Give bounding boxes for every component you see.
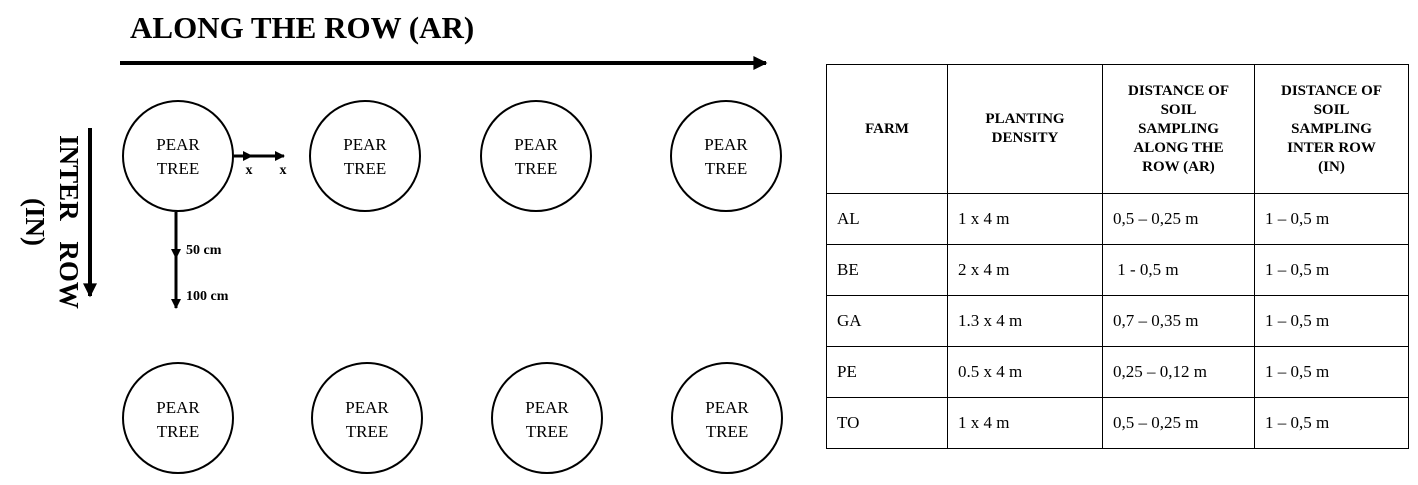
table-cell: 2 x 4 m bbox=[947, 244, 1103, 296]
svg-text:PEAR: PEAR bbox=[156, 135, 200, 154]
svg-text:PEAR: PEAR bbox=[343, 135, 387, 154]
svg-text:PEAR: PEAR bbox=[704, 135, 748, 154]
svg-text:PEAR: PEAR bbox=[156, 398, 200, 417]
pear-tree: PEAR TREE bbox=[671, 362, 783, 474]
table-cell: 1 – 0,5 m bbox=[1254, 244, 1409, 296]
svg-text:PEAR: PEAR bbox=[705, 398, 749, 417]
svg-text:TREE: TREE bbox=[344, 159, 387, 178]
sample-point-x: x bbox=[246, 163, 253, 178]
svg-text:TREE: TREE bbox=[526, 422, 569, 441]
table-cell: 1 – 0,5 m bbox=[1254, 193, 1409, 245]
svg-text:TREE: TREE bbox=[705, 159, 748, 178]
svg-text:PEAR: PEAR bbox=[525, 398, 569, 417]
header-farm: FARM bbox=[826, 64, 948, 194]
pear-tree: PEAR TREE bbox=[311, 362, 423, 474]
table-cell: 1 – 0,5 m bbox=[1254, 397, 1409, 449]
table-cell: 0,5 – 0,25 m bbox=[1102, 193, 1255, 245]
table-cell: 1.3 x 4 m bbox=[947, 295, 1103, 347]
distance-50-label: 50 cm bbox=[186, 243, 222, 258]
pear-tree: PEAR TREE bbox=[670, 100, 782, 212]
pear-tree: PEAR TREE bbox=[122, 362, 234, 474]
pear-tree: PEAR TREE bbox=[122, 100, 234, 212]
table-cell: TO bbox=[826, 397, 948, 449]
diagram-title: ALONG THE ROW (AR) bbox=[130, 10, 474, 45]
pear-tree: PEAR TREE bbox=[309, 100, 421, 212]
table-cell: BE bbox=[826, 244, 948, 296]
planting-diagram: ALONG THE ROW (AR) (IN) INTER ROW PEAR T… bbox=[20, 10, 783, 474]
pear-tree: PEAR TREE bbox=[491, 362, 603, 474]
distance-100-label: 100 cm bbox=[186, 289, 229, 304]
along-row-sampling-arrows: x x bbox=[234, 151, 287, 178]
table-cell: 1 – 0,5 m bbox=[1254, 346, 1409, 398]
table-cell: 1 – 0,5 m bbox=[1254, 295, 1409, 347]
svg-text:INTER ROW: INTER ROW bbox=[54, 135, 84, 309]
svg-text:TREE: TREE bbox=[515, 159, 558, 178]
pear-tree: PEAR TREE bbox=[480, 100, 592, 212]
inter-row-sampling-arrows: 50 cm 100 cm bbox=[171, 212, 229, 309]
table-cell: 0,25 – 0,12 m bbox=[1102, 346, 1255, 398]
inter-row-label: (IN) INTER ROW bbox=[20, 135, 84, 309]
svg-text:PEAR: PEAR bbox=[345, 398, 389, 417]
table-cell: 1 - 0,5 m bbox=[1102, 244, 1255, 296]
svg-text:(IN): (IN) bbox=[20, 198, 50, 246]
table-cell: GA bbox=[826, 295, 948, 347]
table-cell: 0.5 x 4 m bbox=[947, 346, 1103, 398]
table-cell: 1 x 4 m bbox=[947, 193, 1103, 245]
table-cell: PE bbox=[826, 346, 948, 398]
table-cell: 0,5 – 0,25 m bbox=[1102, 397, 1255, 449]
svg-text:TREE: TREE bbox=[706, 422, 749, 441]
svg-text:PEAR: PEAR bbox=[514, 135, 558, 154]
table-cell: 0,7 – 0,35 m bbox=[1102, 295, 1255, 347]
svg-text:TREE: TREE bbox=[157, 159, 200, 178]
sample-point-x: x bbox=[280, 163, 287, 178]
svg-text:TREE: TREE bbox=[346, 422, 389, 441]
table-cell: AL bbox=[826, 193, 948, 245]
table-cell: 1 x 4 m bbox=[947, 397, 1103, 449]
svg-text:TREE: TREE bbox=[157, 422, 200, 441]
